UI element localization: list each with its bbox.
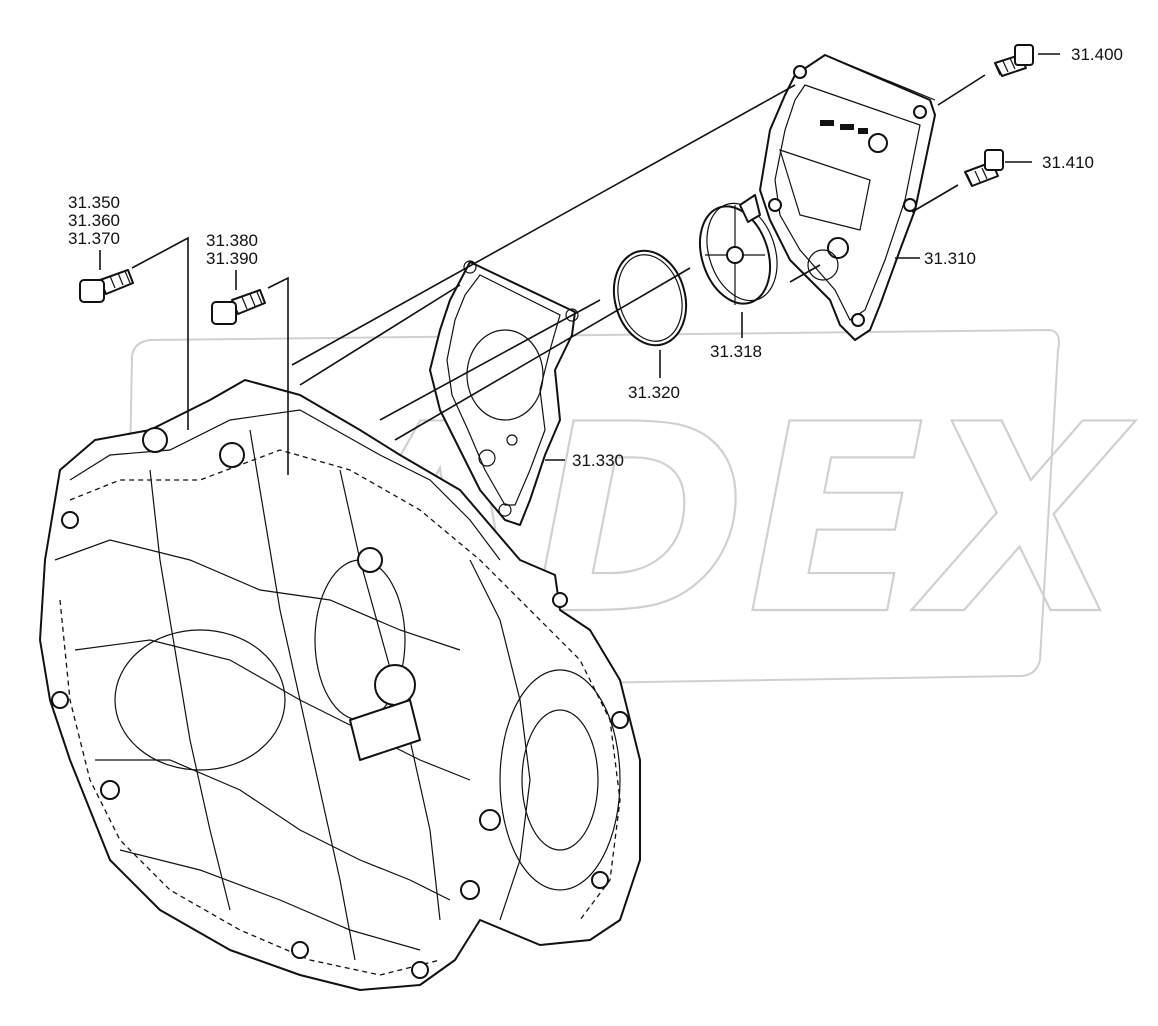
label-31370: 31.370 xyxy=(68,229,120,248)
label-31390: 31.390 xyxy=(206,249,258,268)
bolt-31410 xyxy=(964,149,1004,187)
label-31310: 31.310 xyxy=(924,249,976,268)
transmission-housing xyxy=(39,379,641,991)
cover-31310 xyxy=(759,54,936,341)
bolt-31400 xyxy=(994,44,1034,77)
label-31320: 31.320 xyxy=(628,383,680,402)
pump-rotor-31318 xyxy=(699,194,778,305)
label-31318: 31.318 xyxy=(710,342,762,361)
part-labels: 31.400 31.410 31.310 31.318 31.320 31.33… xyxy=(68,45,1123,470)
label-31410: 31.410 xyxy=(1042,153,1094,172)
bolt-31380 xyxy=(211,289,266,325)
label-31380: 31.380 xyxy=(206,231,258,250)
o-ring-31320 xyxy=(612,249,688,347)
bolt-31350 xyxy=(79,269,134,303)
label-31400: 31.400 xyxy=(1071,45,1123,64)
label-31350: 31.350 xyxy=(68,193,120,212)
label-31330: 31.330 xyxy=(572,451,624,470)
label-31360: 31.360 xyxy=(68,211,120,230)
assembly-lines xyxy=(99,53,1060,475)
gasket-31330 xyxy=(429,260,579,526)
